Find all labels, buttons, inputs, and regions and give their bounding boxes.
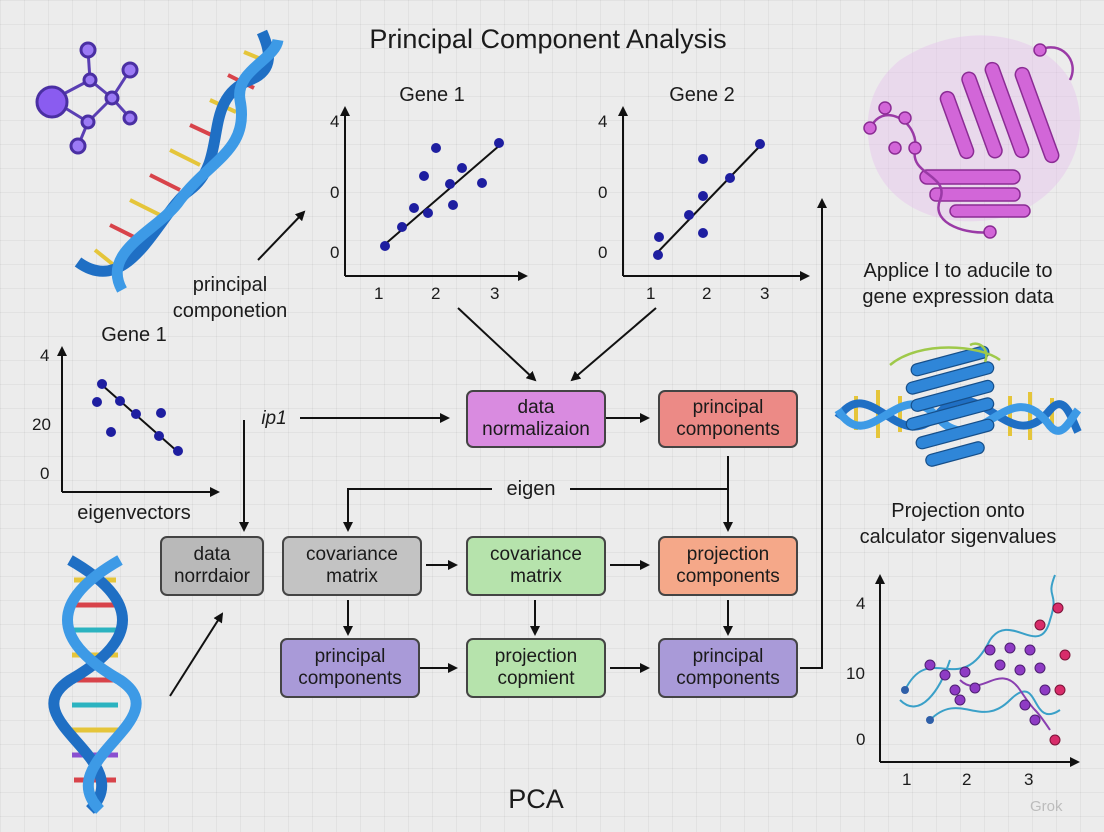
arrow-gene2-to-normalization — [570, 307, 657, 382]
gene1-top-x-tick: 3 — [490, 284, 500, 303]
gene2-top-x-tick: 3 — [760, 284, 770, 303]
molecule-icon — [35, 41, 139, 155]
protein-plot-x-tick: 2 — [962, 770, 972, 789]
applied-label: Applice l to aducile to gene expression … — [862, 260, 1054, 308]
gene1-left-title: Gene 1 — [101, 324, 167, 346]
gene1-left-x-label: eigenvectors — [77, 502, 191, 524]
protein-plot-y-tick: 0 — [856, 730, 866, 749]
arrow-dna-to-normalization — [169, 612, 224, 697]
eigen-label: eigen — [506, 478, 556, 500]
projection-components-box: projection components — [658, 536, 798, 596]
gene1-top-plot — [340, 106, 528, 281]
protein-plot-y-tick: 10 — [846, 664, 865, 683]
gene2-top-y-tick: 4 — [598, 112, 608, 131]
gene1-top-x-tick: 1 — [374, 284, 384, 303]
gene2-top-title: Gene 2 — [669, 84, 735, 106]
gene1-top-y-tick: 4 — [330, 112, 340, 131]
gene2-top-y-tick: 0 — [598, 183, 608, 202]
projection-onto-label: Projection onto calculator sigenvalues — [859, 500, 1057, 548]
protein-plot-x-tick: 3 — [1024, 770, 1034, 789]
gene1-left-y-tick: 4 — [40, 346, 50, 365]
protein-plot-x-tick: 1 — [902, 770, 912, 789]
gene2-top-x-tick: 1 — [646, 284, 656, 303]
watermark: Grok — [1030, 798, 1063, 815]
gene1-top-y-tick: 0 — [330, 183, 340, 202]
gene2-top-plot — [618, 106, 810, 281]
dna-protein-complex-icon — [834, 342, 1082, 467]
protein-structure-icon — [863, 35, 1081, 239]
dna-ladder-icon — [48, 555, 142, 814]
gene1-top-x-tick: 2 — [431, 284, 441, 303]
principal-componetion-label: principal componetion — [172, 274, 288, 322]
projection-copmient-box: projection copmient — [466, 638, 606, 698]
gene2-top-x-tick: 2 — [702, 284, 712, 303]
data-normalization-box: data normalizaion — [466, 390, 606, 448]
protein-plot — [875, 574, 1080, 767]
principal-components-left-box: principal components — [280, 638, 420, 698]
covariance-matrix-green-box: covariance matrix — [466, 536, 606, 596]
gene1-left-y-tick: 20 — [32, 415, 51, 434]
covariance-matrix-box: covariance matrix — [282, 536, 422, 596]
diagram-title: Principal Component Analysis — [369, 24, 727, 54]
gene1-top-y-tick: 0 — [330, 243, 340, 262]
footer-label: PCA — [508, 784, 564, 814]
arrow-gene1-to-normalization — [457, 307, 537, 382]
arrow-to-gene1-plot — [257, 210, 306, 261]
eigen-bracket — [343, 456, 733, 532]
protein-plot-y-tick: 4 — [856, 594, 866, 613]
gene1-left-y-tick: 0 — [40, 464, 50, 483]
arrow-up-to-results — [800, 198, 827, 669]
data-normalization-left-box: data norrdaior — [160, 536, 264, 596]
gene1-top-title: Gene 1 — [399, 84, 465, 106]
principal-components-box: principal components — [658, 390, 798, 448]
gene2-top-y-tick: 0 — [598, 243, 608, 262]
gene1-left-plot — [57, 346, 220, 497]
principal-components-right-box: principal components — [658, 638, 798, 698]
dna-helix-icon — [74, 29, 284, 293]
ip1-label: ip1 — [261, 408, 287, 429]
